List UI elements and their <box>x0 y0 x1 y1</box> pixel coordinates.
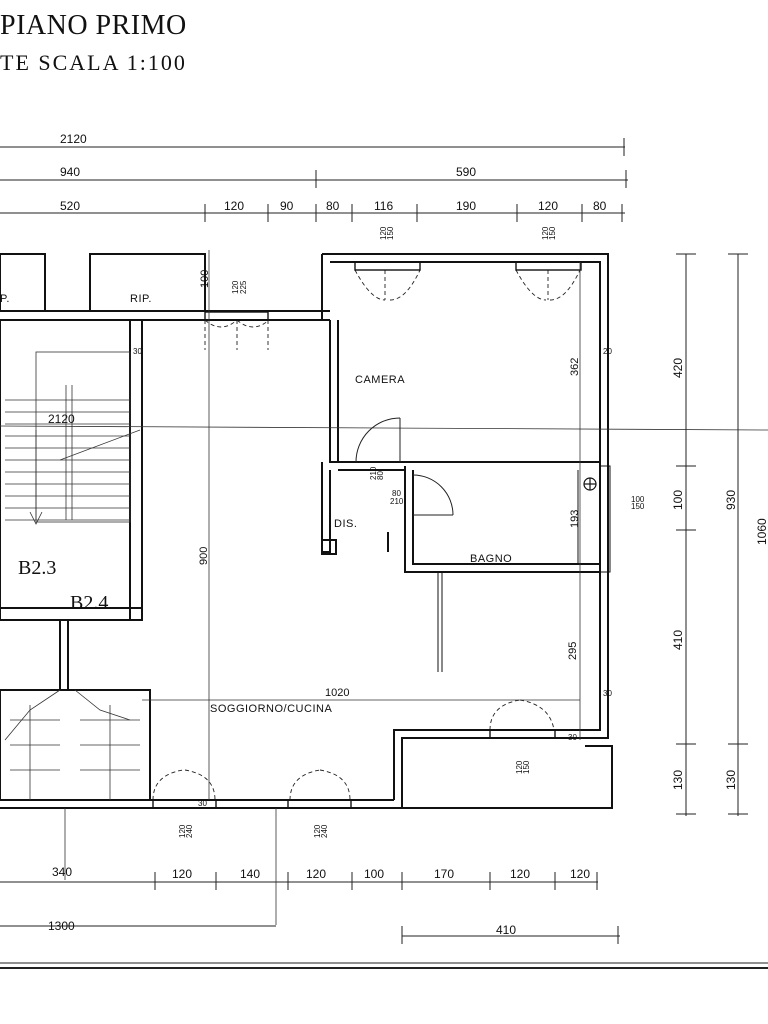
room-label-camera: CAMERA <box>355 374 405 386</box>
opening-dis-b: 80 <box>376 471 385 480</box>
dim-1060: 1060 <box>755 518 768 545</box>
bagno-thick-wall <box>437 465 611 672</box>
door-arcs <box>355 417 454 516</box>
dim-116: 116 <box>374 199 393 213</box>
opening-w3-b: 150 <box>548 226 557 240</box>
dim-30-c: 30 <box>568 733 577 742</box>
bagno-vent <box>583 477 597 491</box>
dim-2120-top: 2120 <box>60 132 87 146</box>
dim-stair-2120: 2120 <box>48 412 75 426</box>
dim-520: 520 <box>60 199 80 213</box>
dim-100-bottom: 100 <box>364 867 384 881</box>
opening-bagno-win-a: 100 <box>631 495 645 504</box>
dim-30-b: 30 <box>603 689 612 698</box>
dim-410-bottom: 410 <box>496 923 516 937</box>
dim-193: 193 <box>569 510 581 528</box>
dim-90: 90 <box>280 199 294 213</box>
room-label-dis: DIS. <box>334 518 357 530</box>
stair-treads <box>0 351 768 525</box>
dim-410-right: 410 <box>671 630 685 650</box>
room-label-bagno: BAGNO <box>470 553 512 565</box>
dim-120-a: 120 <box>224 199 244 213</box>
openings <box>152 269 581 801</box>
dim-130-right-b: 130 <box>724 770 738 790</box>
opening-bagno-win-b: 150 <box>631 502 645 511</box>
dim-140: 140 <box>240 867 260 881</box>
opening-s3-b: 150 <box>522 760 531 774</box>
dim-130-right-a: 130 <box>671 770 685 790</box>
opening-bagno-door-a: 80 <box>392 489 401 498</box>
opening-dis-a: 210 <box>369 466 378 480</box>
opening-w2-b: 150 <box>386 226 395 240</box>
dim-1020: 1020 <box>325 687 349 699</box>
top-dimensions <box>0 138 628 222</box>
plan-scale: TE SCALA 1:100 <box>0 50 187 75</box>
dim-120-e: 120 <box>510 867 530 881</box>
walls <box>0 253 613 809</box>
dim-30-a: 30 <box>133 347 142 356</box>
dim-930: 930 <box>724 490 738 510</box>
dim-1300: 1300 <box>48 919 75 933</box>
dim-940: 940 <box>60 165 80 179</box>
dim-420: 420 <box>671 358 685 378</box>
opening-s1-a: 120 <box>178 824 187 838</box>
opening-w3-a: 120 <box>541 226 550 240</box>
opening-s2-b: 240 <box>320 824 329 838</box>
dim-100-interior: 100 <box>199 270 211 288</box>
room-label-soggiorno: SOGGIORNO/CUCINA <box>210 703 332 715</box>
dim-80-b: 80 <box>593 199 607 213</box>
dim-340: 340 <box>52 865 72 879</box>
right-dimensions <box>676 253 748 816</box>
unit-label-b24: B2.4 <box>70 592 108 614</box>
room-label-rip-right: RIP. <box>130 293 152 305</box>
bottom-dimensions <box>0 872 620 944</box>
interior-dimension-lines <box>64 250 581 925</box>
dim-590: 590 <box>456 165 476 179</box>
dim-100-right: 100 <box>671 490 685 510</box>
dim-120-c: 120 <box>172 867 192 881</box>
lower-stair <box>4 689 140 800</box>
opening-bagno-door-b: 210 <box>390 497 404 506</box>
dim-362: 362 <box>569 358 581 376</box>
dim-900: 900 <box>198 547 210 565</box>
opening-w2-a: 120 <box>379 226 388 240</box>
opening-w1-b: 225 <box>239 280 248 294</box>
dim-120-d: 120 <box>306 867 326 881</box>
sheet-border <box>0 962 768 969</box>
plan-title: PIANO PRIMO <box>0 10 187 41</box>
dim-120-f: 120 <box>570 867 590 881</box>
dim-80-a: 80 <box>326 199 340 213</box>
window-frames <box>152 261 582 809</box>
unit-label-b23: B2.3 <box>18 557 56 579</box>
opening-s3-a: 120 <box>515 760 524 774</box>
dim-190: 190 <box>456 199 476 213</box>
dim-30-d: 30 <box>198 799 207 808</box>
dim-120-b: 120 <box>538 199 558 213</box>
dim-20: 20 <box>603 347 612 356</box>
dim-170: 170 <box>434 867 454 881</box>
room-label-rip-left: P. <box>0 293 10 305</box>
dim-295: 295 <box>567 642 579 660</box>
opening-w1-a: 120 <box>231 280 240 294</box>
opening-s1-b: 240 <box>185 824 194 838</box>
opening-s2-a: 120 <box>313 824 322 838</box>
